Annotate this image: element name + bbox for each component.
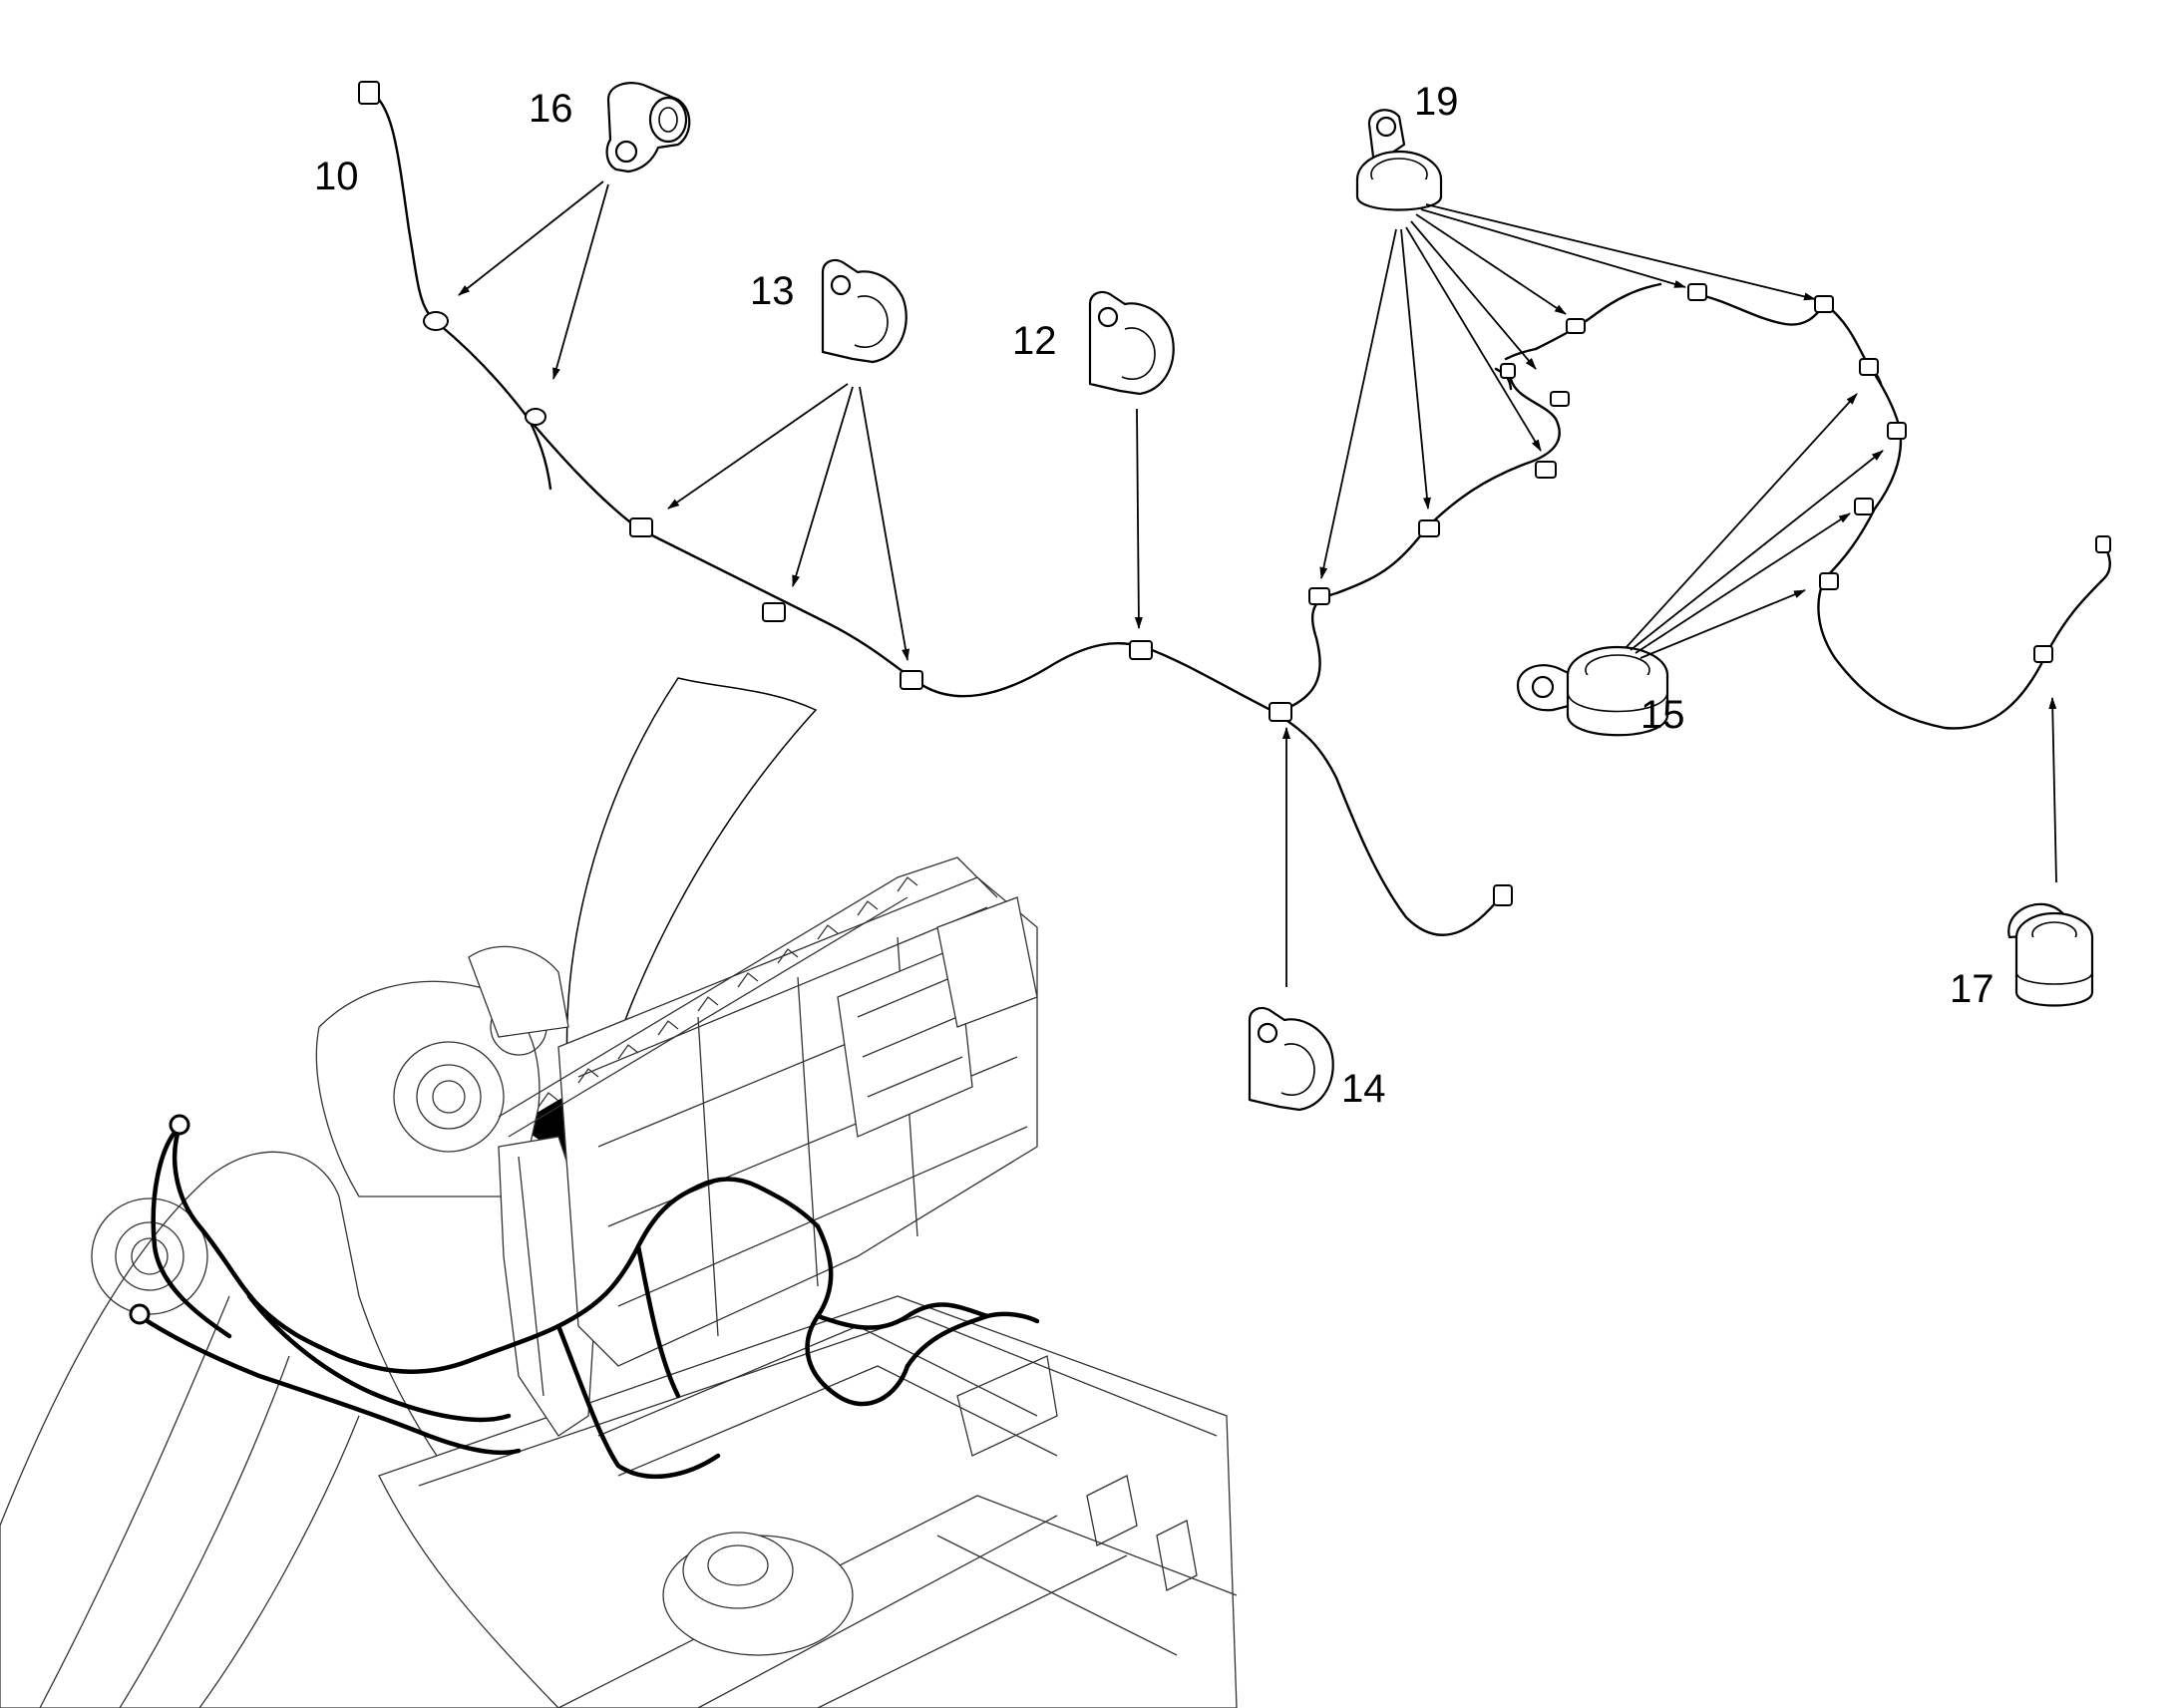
clamp-part-17 — [2007, 902, 2094, 1007]
harness-main-branch — [372, 93, 2111, 936]
clamp-part-13 — [821, 258, 908, 364]
installed-harness — [129, 1114, 1040, 1480]
callout-14: 14 — [1341, 1067, 1386, 1111]
clamp-part-15 — [1516, 645, 1669, 737]
callout-15: 15 — [1640, 693, 1685, 737]
connector-lower-end — [1493, 884, 1513, 906]
callout-labels: 10 16 13 12 19 15 14 17 — [314, 80, 1995, 1111]
connector-10-end — [358, 81, 380, 105]
clamp-part-16 — [605, 82, 691, 173]
leader-lines — [458, 180, 2057, 987]
clamp-part-14 — [1248, 1006, 1334, 1112]
callout-17: 17 — [1950, 967, 1995, 1011]
rail-teeth — [538, 876, 918, 1108]
clamp-part-19 — [1355, 109, 1443, 211]
clamp-part-12 — [1088, 290, 1175, 396]
callout-19: 19 — [1414, 80, 1459, 124]
harness-connectors — [358, 81, 2111, 906]
callout-12: 12 — [1012, 319, 1057, 363]
connector-right-end — [2095, 535, 2111, 553]
callout-13: 13 — [750, 269, 795, 313]
callout-10: 10 — [314, 155, 359, 198]
callout-16: 16 — [529, 87, 573, 131]
harness-clips — [423, 283, 2053, 722]
